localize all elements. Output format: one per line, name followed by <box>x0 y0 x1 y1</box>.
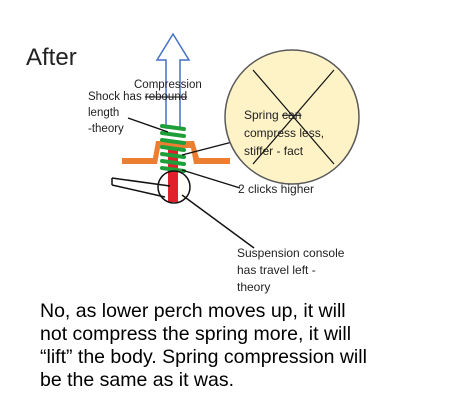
caption-line1: No, as lower perch moves up, it will <box>40 300 346 322</box>
label-spring-line2: compress less, <box>244 126 324 140</box>
label-console-line3: theory <box>237 280 270 294</box>
label-console-line1: Suspension console <box>237 246 345 260</box>
orange-bracket <box>122 141 230 164</box>
label-shock-line2: length <box>88 107 119 119</box>
struck-word-rebound: rebound <box>145 91 187 103</box>
leader-lines <box>127 117 255 249</box>
struck-word-can: can <box>282 108 301 122</box>
label-clicks-higher: 2 clicks higher <box>238 182 314 196</box>
crossed-out-circle <box>224 49 360 185</box>
shock-absorber <box>168 148 178 202</box>
label-shock-line1: Shock has rebound <box>88 91 187 103</box>
suspension-arms <box>111 177 171 198</box>
label-spring-line3: stiffer - fact <box>244 144 304 158</box>
caption-line3: “lift” the body. Spring compression will <box>40 346 367 368</box>
up-arrow <box>155 32 191 129</box>
title-after: After <box>26 44 77 71</box>
label-compression: Compression <box>134 79 202 91</box>
caption-line2: not compress the spring more, it will <box>40 323 352 345</box>
label-shock-line3: -theory <box>88 123 124 135</box>
label-spring-line1: Spring can <box>244 108 301 122</box>
caption-line4: be the same as it was. <box>40 369 235 391</box>
label-console-line2: has travel left - <box>237 263 316 277</box>
wheel-circle <box>157 170 191 204</box>
caption-text: No, as lower perch moves up, it will not… <box>40 300 460 392</box>
spring <box>160 124 186 173</box>
